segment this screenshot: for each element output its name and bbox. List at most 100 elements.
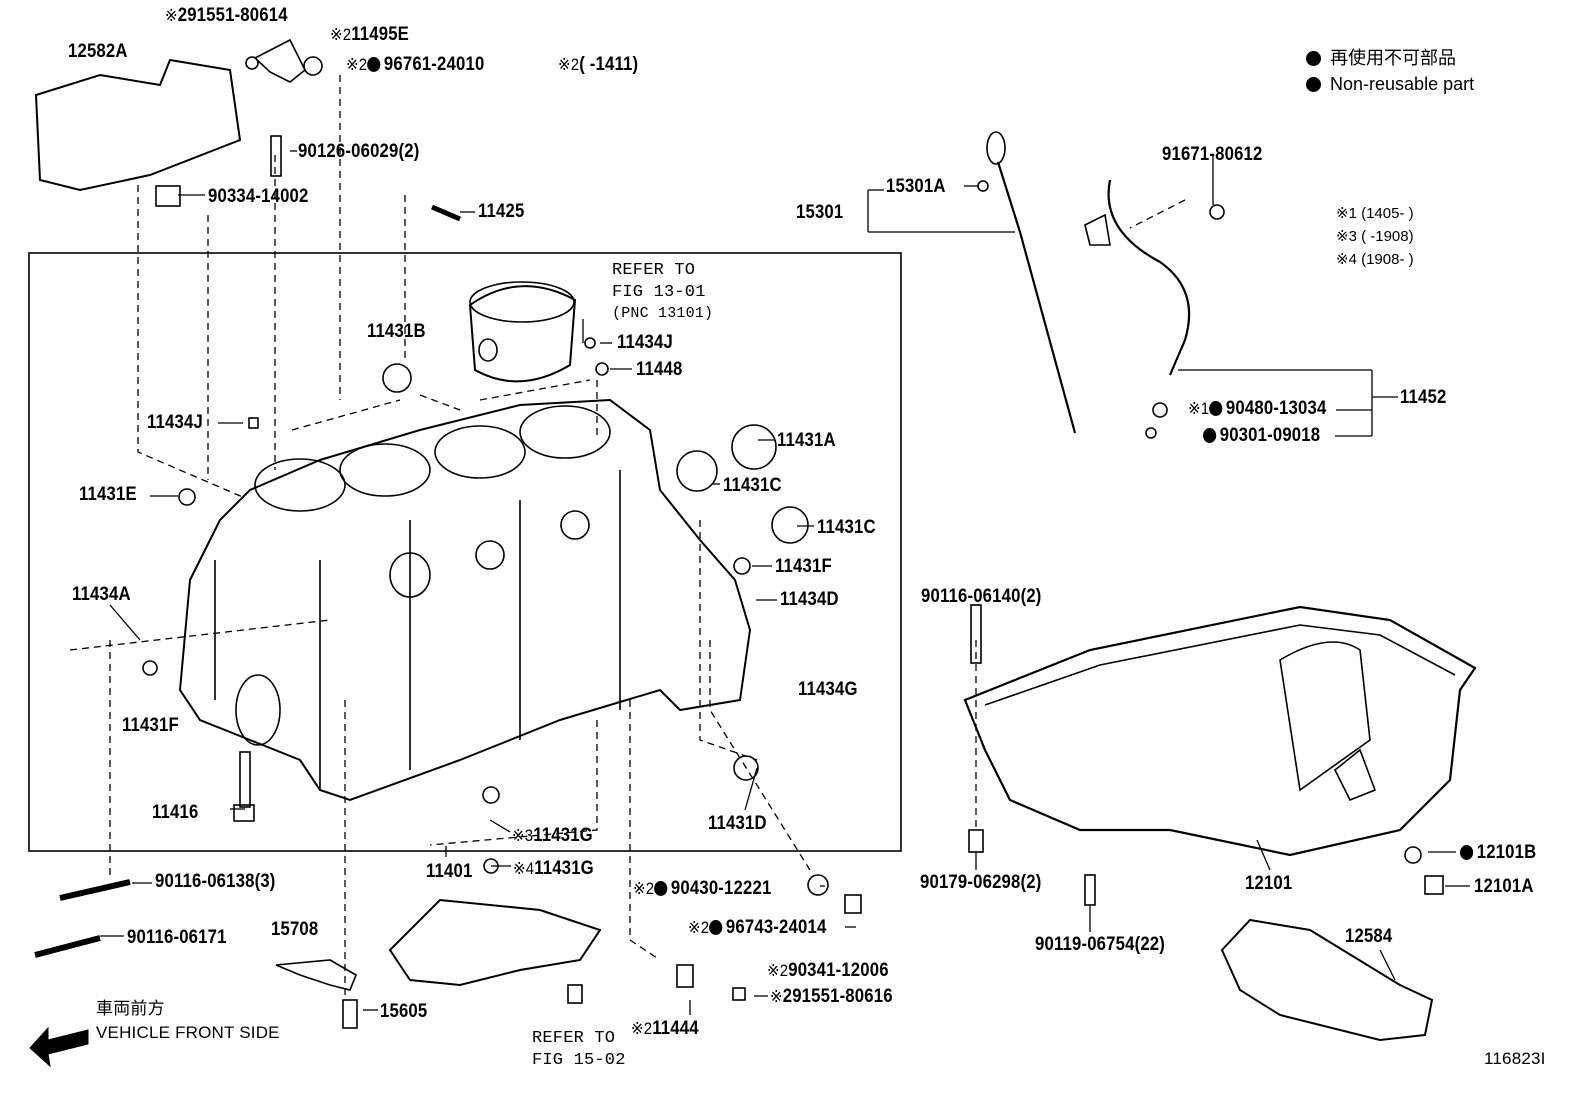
small-part (584, 337, 596, 349)
date-note-1: ※1 (1405- ) (1336, 205, 1414, 222)
note-marker: ※2 (767, 961, 789, 980)
part-label-291551-80614[interactable]: ※291551-80614 (165, 6, 288, 25)
part-label-11452[interactable]: 11452 (1400, 388, 1446, 407)
part-number: 12101 (1245, 873, 1293, 894)
part-label-90119-06754[interactable]: 90119-06754(22) (1035, 935, 1165, 954)
part-label-90179-06298[interactable]: 90179-06298(2) (920, 873, 1041, 892)
small-part (595, 362, 609, 376)
part-label-11401[interactable]: 11401 (426, 862, 472, 881)
part-label-12582A[interactable]: 12582A (68, 42, 128, 61)
part-label-11431C-1[interactable]: 11431C (723, 476, 782, 495)
guide-line (419, 394, 461, 411)
part-label-12101B[interactable]: 12101B (1460, 843, 1536, 862)
part-label-11431D[interactable]: 11431D (708, 814, 767, 833)
legend-japanese-text: 再使用不可部品 (1330, 48, 1457, 68)
part-number: 291551-80616 (782, 986, 893, 1007)
small-part (248, 417, 259, 429)
refer-15-02-line[interactable]: FIG 15-02 (532, 1051, 626, 1070)
part-label-91671-80612[interactable]: 91671-80612 (1162, 145, 1262, 164)
part-label-11431C-2[interactable]: 11431C (817, 518, 876, 537)
part-label-11434G[interactable]: 11434G (798, 680, 858, 699)
part-label-11431G-3[interactable]: ※311431G (512, 826, 593, 845)
bolt (1084, 874, 1096, 906)
part-label-12101A[interactable]: 12101A (1474, 877, 1534, 896)
part-label-291551-80616[interactable]: ※291551-80616 (770, 987, 893, 1006)
note-marker: ※1 (1188, 399, 1210, 418)
small-part (483, 858, 499, 874)
part-label-90341-12006[interactable]: ※290341-12006 (767, 961, 889, 980)
part-number: 15708 (271, 919, 319, 940)
part-label-11416[interactable]: 11416 (152, 803, 198, 822)
stud-bolt (970, 604, 982, 664)
part-label-11431G-4[interactable]: ※411431G (513, 859, 594, 878)
small-part (733, 755, 759, 781)
head-bolt (239, 751, 251, 808)
part-label-90116-06171[interactable]: 90116-06171 (127, 928, 227, 947)
part-number: 11448 (636, 359, 683, 380)
part-label-11444[interactable]: ※211444 (631, 1019, 699, 1038)
small-part (142, 660, 158, 676)
part-label-11434J-top[interactable]: 11434J (617, 333, 673, 352)
bolt (732, 987, 746, 1001)
note-marker: ※2 (346, 55, 368, 74)
part-number: 11434D (780, 589, 839, 610)
part-number: 12584 (1345, 926, 1393, 947)
leader-line (109, 604, 141, 641)
part-label-12101[interactable]: 12101 (1245, 874, 1292, 893)
part-label-15301[interactable]: 15301 (796, 203, 843, 222)
guide-line (1129, 199, 1186, 229)
block-port (475, 540, 505, 570)
leader-line (1379, 949, 1396, 981)
refer-15-02-line[interactable]: REFER TO (532, 1029, 616, 1048)
part-label-11425[interactable]: 11425 (478, 202, 524, 221)
part-label-11434A[interactable]: 11434A (72, 585, 131, 604)
part-number: 291551-80614 (177, 5, 288, 26)
part-label-90301-09018[interactable]: 90301-09018 (1203, 426, 1320, 445)
guide-line (629, 700, 661, 961)
part-label-90334-14002[interactable]: 90334-14002 (208, 187, 308, 206)
part-label-11431B[interactable]: 11431B (367, 322, 426, 341)
part-label-90126-06029[interactable]: 90126-06029(2) (298, 142, 419, 161)
part-number: 11431F (122, 715, 179, 736)
stud-bolt (968, 829, 984, 853)
part-label-11431A[interactable]: 11431A (777, 431, 836, 450)
block-port (560, 510, 590, 540)
refer-13-01-line[interactable]: REFER TO (612, 261, 696, 280)
part-label-11495E[interactable]: ※211495E (330, 25, 409, 44)
part-label-11434D[interactable]: 11434D (780, 590, 839, 609)
part-number: 90341-12006 (788, 960, 889, 981)
part-label-11448[interactable]: 11448 (636, 360, 682, 379)
part-label-11431F-right[interactable]: 11431F (775, 557, 832, 576)
refer-13-01-line[interactable]: (PNC 13101) (612, 305, 714, 322)
part-label-15708[interactable]: 15708 (271, 920, 318, 939)
part-label-90116-06140[interactable]: 90116-06140(2) (921, 587, 1042, 606)
guide-line (69, 619, 331, 651)
small-part (807, 874, 829, 896)
part-number: 90179-06298(2) (920, 872, 1042, 893)
non-reusable-dot-icon (709, 920, 723, 935)
legend-non-reusable-english: Non-reusable part (1306, 75, 1474, 93)
refer-13-01-line[interactable]: FIG 13-01 (612, 283, 706, 302)
part-number: 11401 (426, 861, 473, 882)
part-label-11431E[interactable]: 11431E (79, 485, 137, 504)
part-label-90116-06138[interactable]: 90116-06138(3) (155, 872, 276, 891)
part-label-15605[interactable]: 15605 (380, 1002, 427, 1021)
part-label-12584[interactable]: 12584 (1345, 927, 1392, 946)
part-number: 11431C (817, 517, 876, 538)
part-label-11431F-left[interactable]: 11431F (122, 716, 179, 735)
part-number: 90334-14002 (208, 186, 309, 207)
part-number: 11434J (617, 332, 673, 353)
note-marker: ※3 (512, 826, 534, 845)
part-label-15301A[interactable]: 15301A (886, 177, 946, 196)
part-label-11434J-left[interactable]: 11434J (147, 413, 203, 432)
part-number: 11434G (798, 679, 858, 700)
piston-pin (478, 338, 498, 362)
part-label-date-note-2[interactable]: ※2( -1411) (558, 55, 638, 74)
non-reusable-dot-icon (367, 57, 381, 72)
part-number: 90119-06754(22) (1035, 934, 1166, 955)
